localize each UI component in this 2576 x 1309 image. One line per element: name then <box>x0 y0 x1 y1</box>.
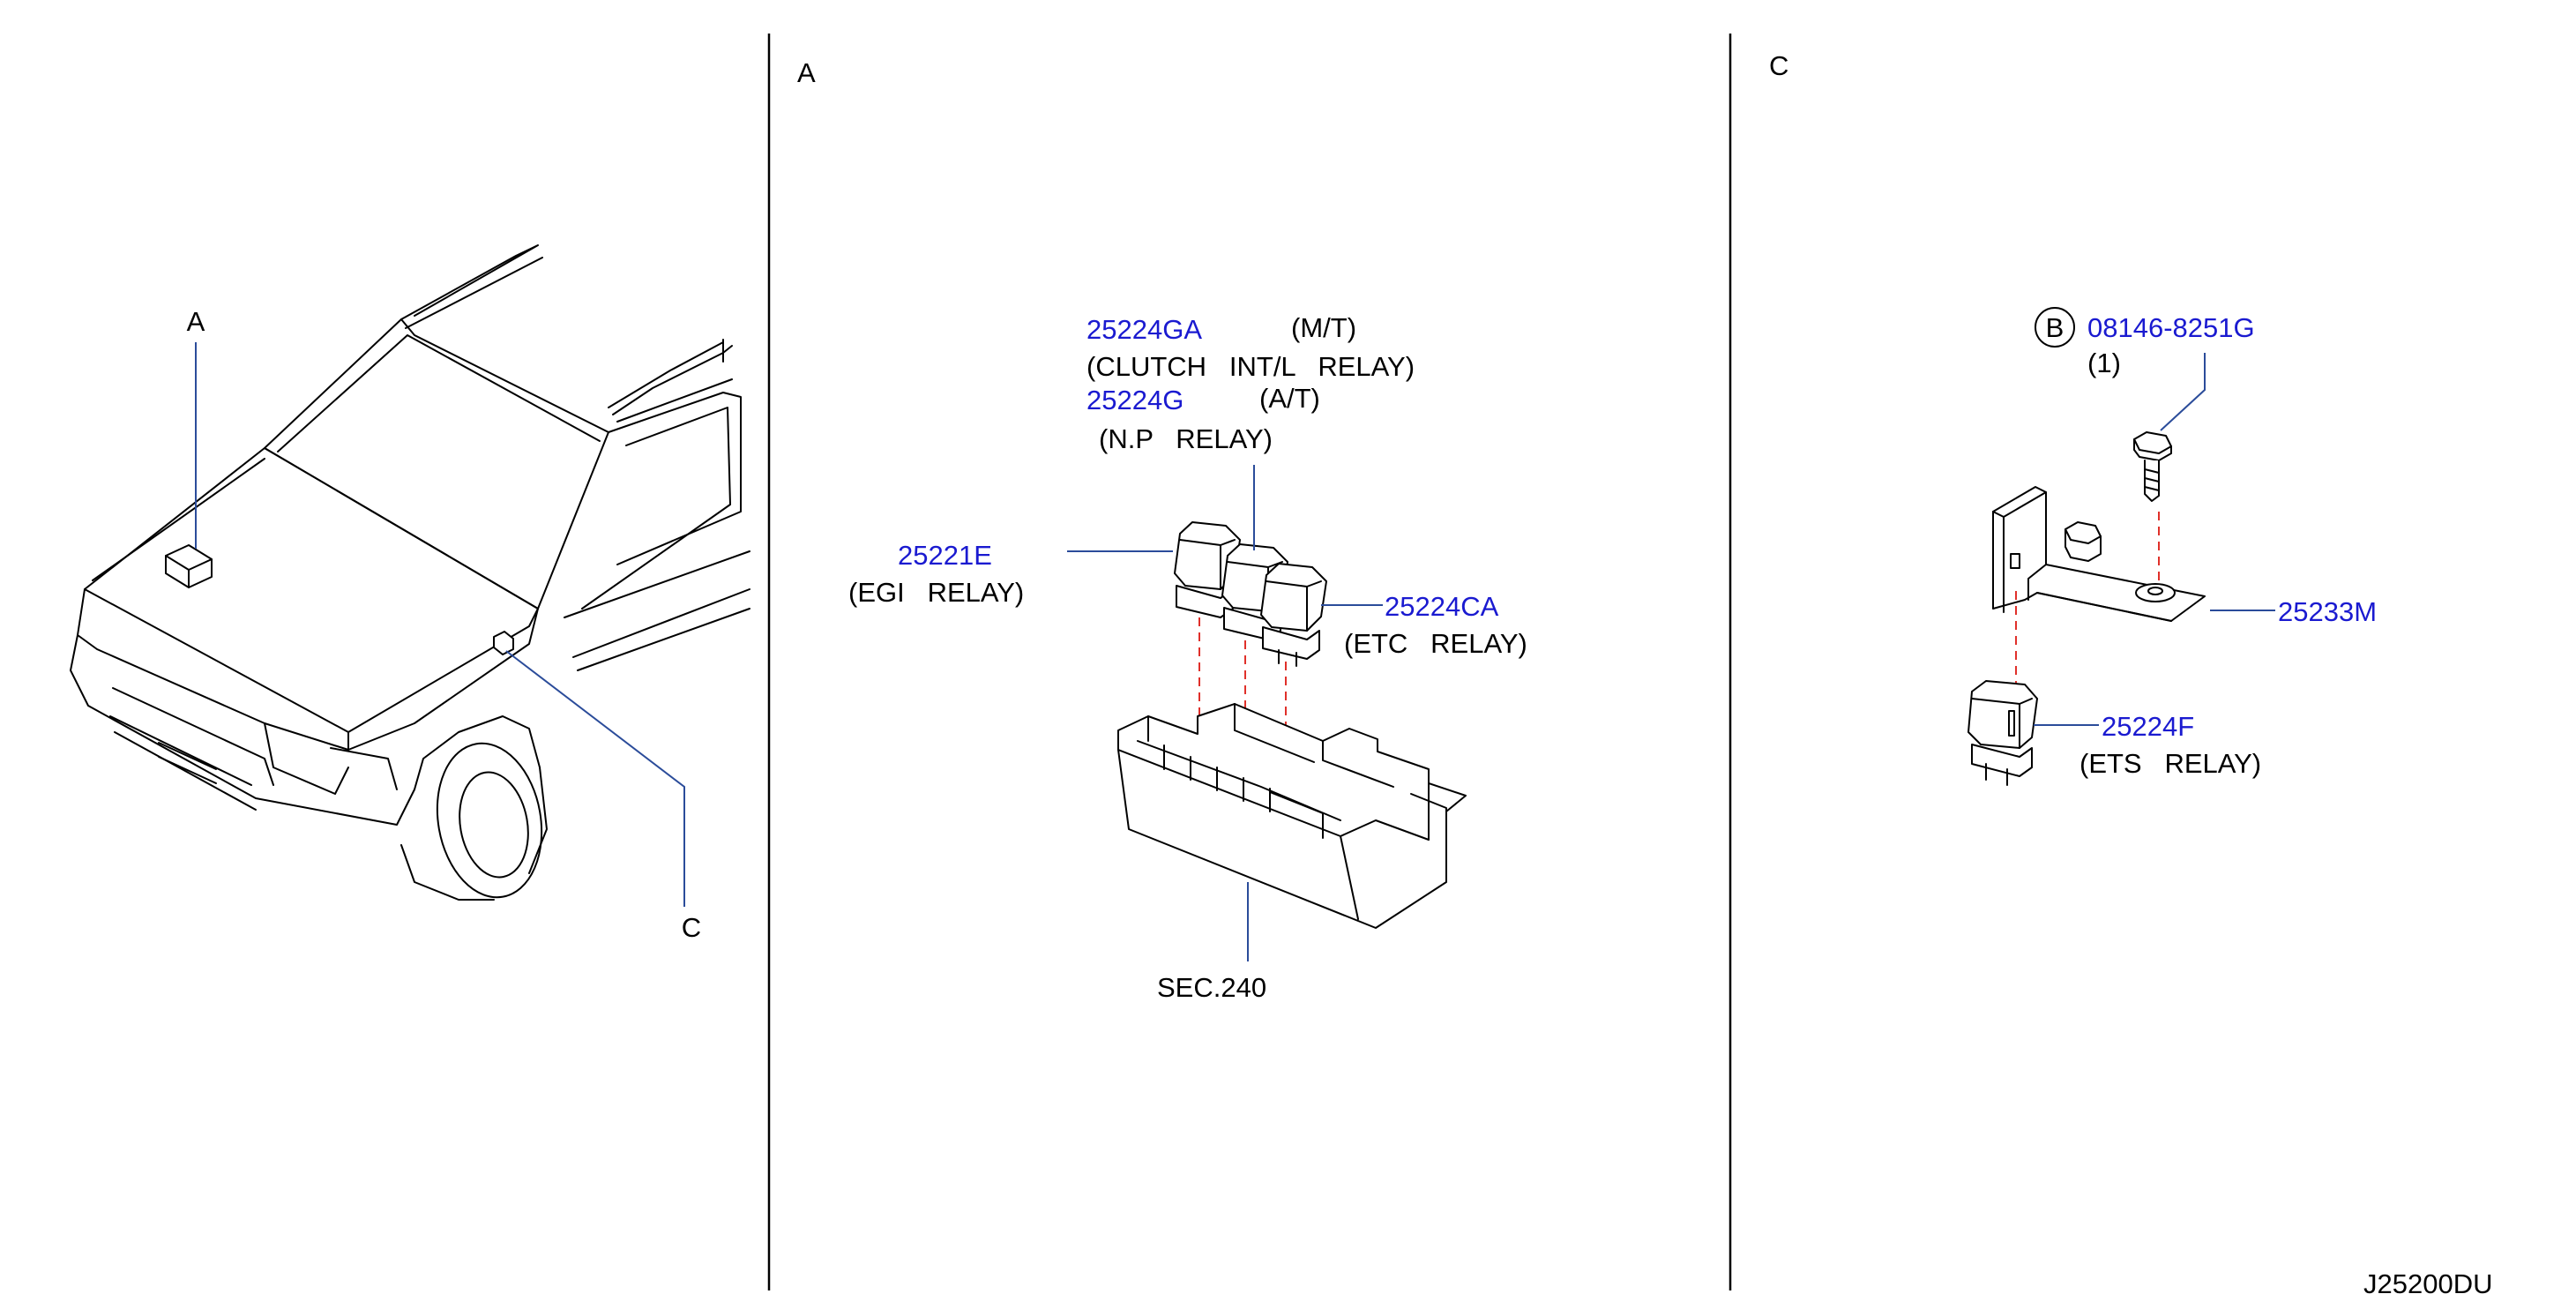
panel-c-label: C <box>1769 50 1788 81</box>
ets-relay-part-number: 25224F <box>2102 711 2194 742</box>
np-relay-description: (N.P RELAY) <box>1099 423 1273 454</box>
overview-label-c: C <box>682 912 701 943</box>
panel-a-label: A <box>797 57 816 88</box>
bolt-marker-letter: B <box>2046 312 2065 343</box>
relay-block-housing-icon <box>1117 703 1467 929</box>
egi-relay-part-number: 25221E <box>898 540 992 571</box>
vehicle-overview <box>70 244 750 907</box>
relay-block-drawing <box>1067 465 1467 961</box>
bolt-part-number: 08146-8251G <box>2087 312 2255 343</box>
overview-label-a: A <box>187 306 205 337</box>
egi-relay-description: (EGI RELAY) <box>848 577 1024 608</box>
diagram-code: J25200DU <box>2363 1268 2492 1299</box>
bolt-marker-circle <box>2035 307 2075 348</box>
egi-relay-icon <box>1174 521 1241 618</box>
section-reference: SEC.240 <box>1157 972 1266 1003</box>
bracket-icon <box>1992 486 2206 622</box>
bolt-quantity: (1) <box>2087 348 2121 378</box>
np-relay-note: (A/T) <box>1259 383 1320 414</box>
ets-relay-icon <box>1967 680 2038 786</box>
ets-relay-description: (ETS RELAY) <box>2079 748 2261 779</box>
etc-relay-description: (ETC RELAY) <box>1344 628 1527 659</box>
bolt-icon <box>2133 431 2172 502</box>
clutch-relay-part-number: 25224GA <box>1086 314 1202 345</box>
bracket-assembly-drawing <box>1967 307 2275 786</box>
bracket-part-number: 25233M <box>2278 596 2377 627</box>
clutch-relay-note: (M/T) <box>1291 312 1356 343</box>
np-relay-part-number: 25224G <box>1086 385 1183 415</box>
etc-relay-icon <box>1260 563 1327 667</box>
etc-relay-part-number: 25224CA <box>1385 591 1499 622</box>
clutch-relay-description: (CLUTCH INT/L RELAY) <box>1086 351 1415 382</box>
